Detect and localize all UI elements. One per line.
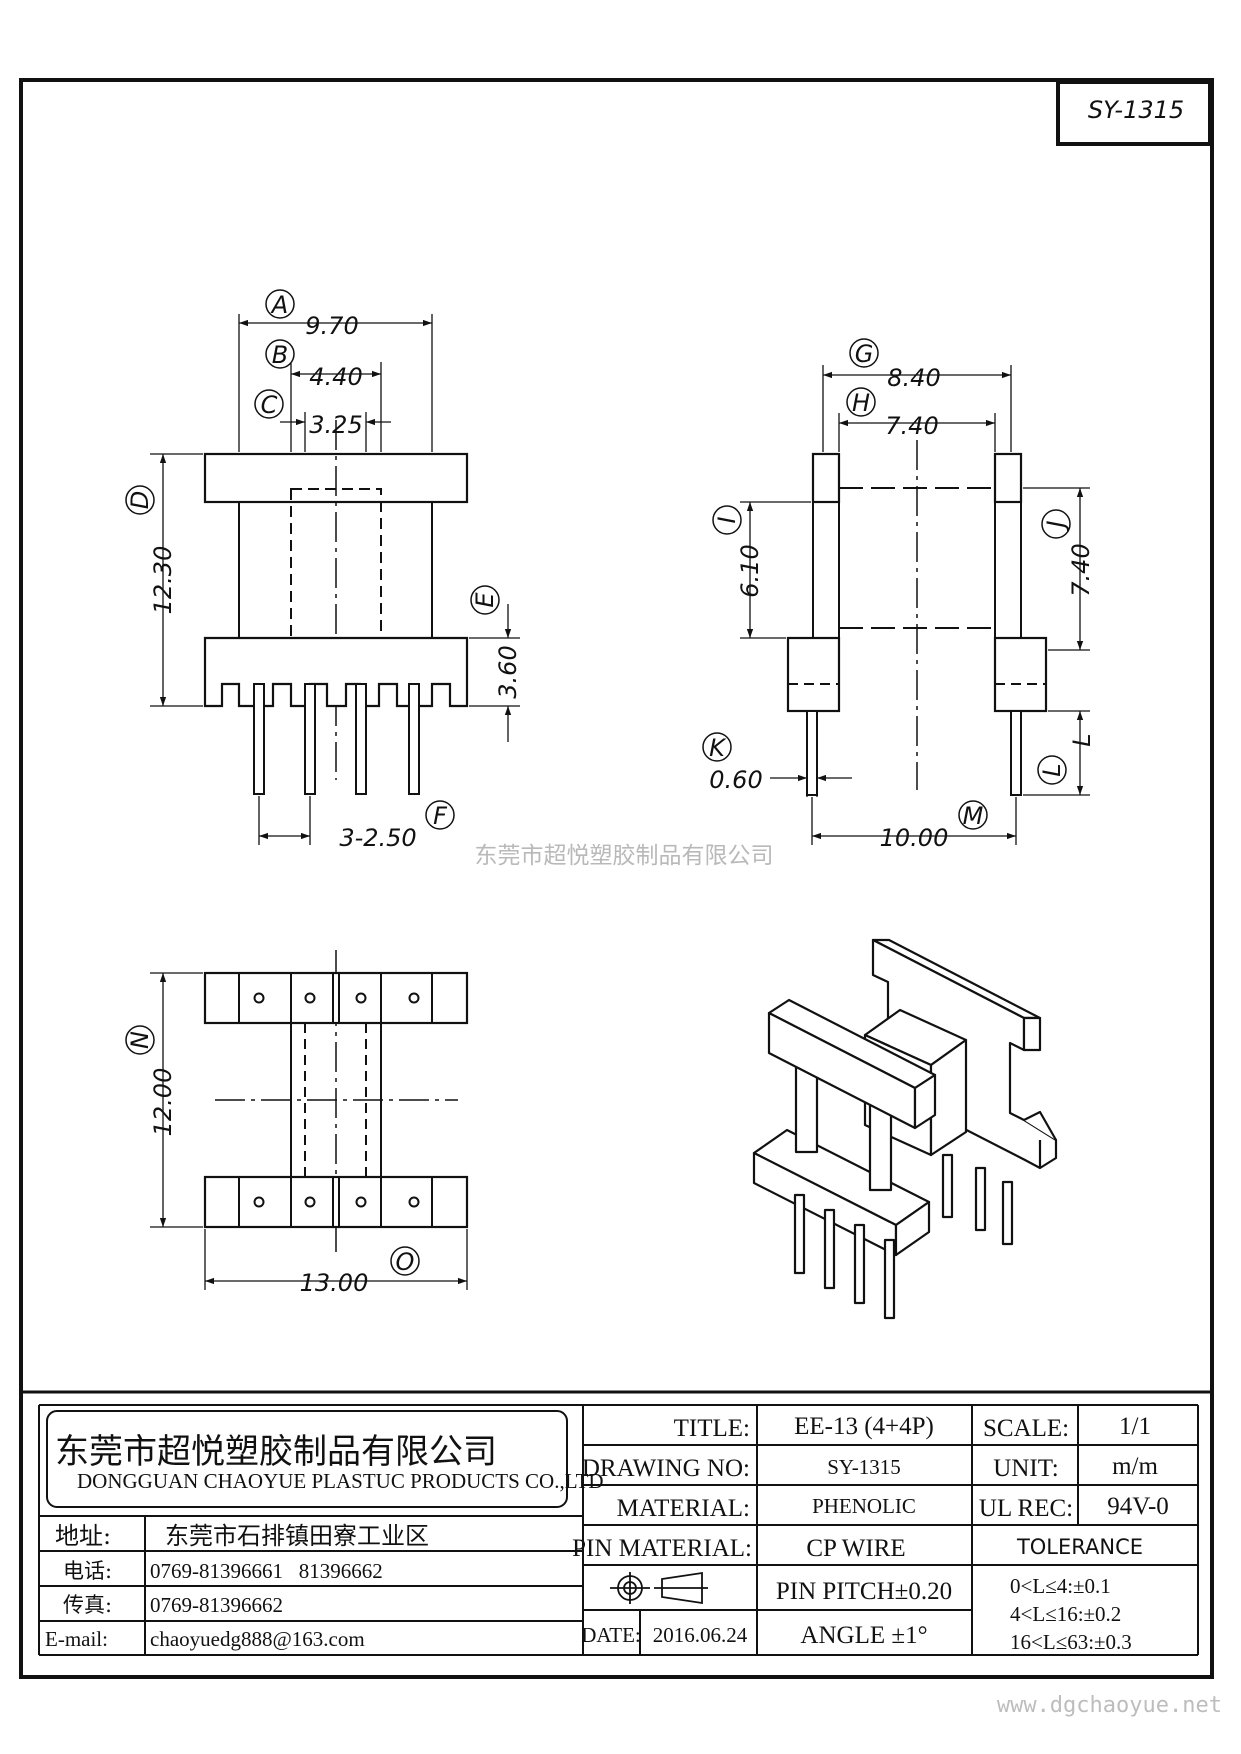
email-value: chaoyuedg888@163.com — [150, 1627, 365, 1651]
title-block-fields: TITLE: EE-13 (4+4P) DRAWING NO: SY-1315 … — [572, 1413, 1169, 1654]
title-label: TITLE: — [674, 1415, 750, 1442]
balloon-i: I — [713, 516, 741, 523]
scale-label: SCALE: — [983, 1415, 1069, 1442]
balloon-j: J — [1042, 520, 1070, 531]
top-flange — [203, 971, 469, 1025]
dim-e-value: 3.60 — [494, 645, 522, 698]
tolerance-label: TOLERANCE — [1016, 1535, 1143, 1559]
balloon-f: F — [433, 802, 448, 830]
pin-material-label: PIN MATERIAL: — [572, 1535, 752, 1562]
unit-value: m/m — [1112, 1453, 1158, 1480]
top-view-dimensions — [150, 972, 468, 1290]
ul-value: 94V-0 — [1107, 1493, 1169, 1520]
dim-h-value: 7.40 — [885, 412, 938, 440]
balloon-d: D — [126, 491, 154, 509]
material-label: MATERIAL: — [617, 1495, 750, 1522]
projection-symbol-icon — [610, 1571, 708, 1605]
fax-value: 0769-81396662 — [150, 1593, 283, 1617]
phone-label: 电话: — [63, 1559, 112, 1583]
part-code: SY-1315 — [1088, 96, 1184, 124]
top-view — [203, 950, 469, 1252]
tolerance-2: 4<L≤16:±0.2 — [1010, 1602, 1121, 1626]
ul-label: UL REC: — [979, 1495, 1073, 1522]
website-url: www.dgchaoyue.net — [997, 1693, 1222, 1718]
dim-f-value: 3-2.50 — [339, 824, 416, 852]
tolerance-3: 16<L≤63:±0.3 — [1010, 1630, 1132, 1654]
tolerance-1: 0<L≤4:±0.1 — [1010, 1574, 1111, 1598]
front-view-dimensions — [150, 314, 520, 845]
dim-m-value: 10.00 — [880, 824, 949, 852]
email-label: E-mail: — [45, 1627, 108, 1651]
title-block — [21, 1390, 1212, 1656]
side-view — [786, 440, 1048, 796]
company-name-cn: 东莞市超悦塑胶制品有限公司 — [55, 1432, 497, 1472]
isometric-view — [752, 938, 1058, 1320]
unit-label: UNIT: — [993, 1455, 1058, 1482]
front-view-labels: A 9.70 B 4.40 C 3.25 D 12.30 E 3.60 3-2.… — [125, 289, 522, 852]
company-name-en: DONGGUAN CHAOYUE PLASTUC PRODUCTS CO.,LT… — [77, 1469, 604, 1493]
drawing-border — [19, 78, 1214, 1679]
address-label: 地址: — [55, 1522, 111, 1550]
balloon-k: K — [709, 734, 727, 762]
dim-j-value: 7.40 — [1067, 543, 1095, 596]
balloon-b: B — [272, 341, 288, 369]
part-code-box: SY-1315 — [1056, 80, 1212, 146]
drawing-no-value: SY-1315 — [827, 1455, 901, 1479]
balloon-c: C — [261, 391, 278, 419]
drawing-no-label: DRAWING NO: — [582, 1455, 750, 1482]
dim-d-value: 12.30 — [149, 546, 177, 615]
address-value: 东莞市石排镇田寮工业区 — [165, 1522, 429, 1550]
top-view-labels: N 12.00 13.00 O — [125, 1025, 420, 1297]
balloon-o: O — [396, 1248, 415, 1276]
dim-i-value: 6.10 — [736, 544, 764, 597]
date-value: 2016.06.24 — [653, 1623, 748, 1647]
dim-l-value: L — [1068, 733, 1096, 746]
company-info: 东莞市超悦塑胶制品有限公司 DONGGUAN CHAOYUE PLASTUC P… — [45, 1432, 604, 1651]
side-view-dimensions — [740, 365, 1090, 845]
dim-b-value: 4.40 — [309, 363, 362, 391]
material-value: PHENOLIC — [812, 1494, 916, 1518]
balloon-l: L — [1038, 763, 1066, 776]
angle: ANGLE ±1° — [800, 1622, 927, 1649]
watermark: 东莞市超悦塑胶制品有限公司 — [475, 843, 774, 869]
scale-value: 1/1 — [1119, 1413, 1151, 1440]
dim-k-value: 0.60 — [709, 766, 762, 794]
pin-pitch: PIN PITCH±0.20 — [776, 1578, 952, 1605]
dim-o-value: 13.00 — [300, 1269, 369, 1297]
fax-label: 传真: — [63, 1593, 112, 1617]
front-view — [203, 420, 469, 795]
balloon-m: M — [963, 802, 984, 830]
side-view-labels: G 8.40 H 7.40 I 6.10 J 7.40 K 0.60 L L 1… — [702, 338, 1096, 852]
phone-value: 0769-81396661 81396662 — [150, 1559, 383, 1583]
dim-n-value: 12.00 — [149, 1068, 177, 1137]
date-label: DATE: — [581, 1623, 641, 1647]
balloon-n: N — [126, 1031, 154, 1049]
pin-material-value: CP WIRE — [806, 1535, 905, 1562]
title-value: EE-13 (4+4P) — [794, 1413, 934, 1440]
dim-c-value: 3.25 — [309, 411, 362, 439]
bottom-flange — [203, 1175, 469, 1229]
balloon-h: H — [852, 389, 870, 417]
balloon-e: E — [471, 592, 499, 608]
balloon-a: A — [270, 291, 288, 319]
balloon-g: G — [855, 340, 874, 368]
dim-a-value: 9.70 — [305, 312, 358, 340]
dim-g-value: 8.40 — [887, 364, 940, 392]
